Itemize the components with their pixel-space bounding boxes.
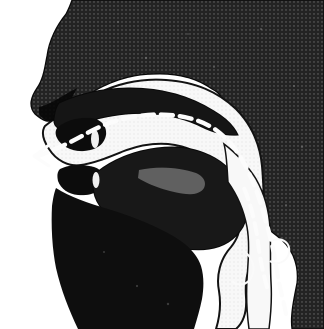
lower-lip-opening: [93, 172, 100, 188]
upper-lip-opening: [91, 130, 99, 148]
